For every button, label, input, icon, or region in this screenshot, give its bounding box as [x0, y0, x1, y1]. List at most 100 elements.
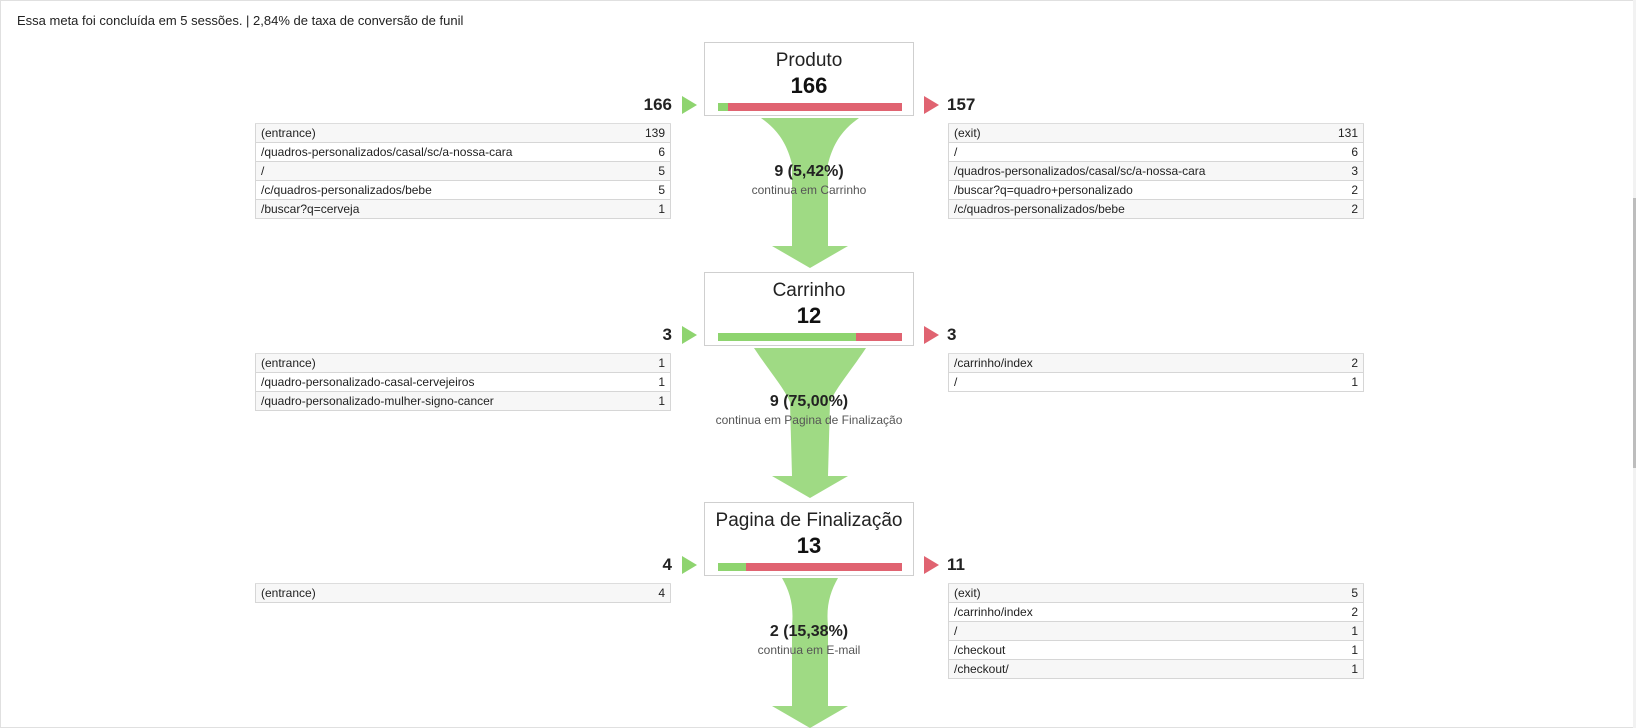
table-row[interactable]: /checkout/1	[948, 660, 1364, 679]
stage-exits-count: 3	[947, 325, 957, 344]
row-label: (entrance)	[261, 586, 316, 600]
exit-arrow-icon	[924, 96, 939, 114]
stage-name: Pagina de Finalização	[715, 510, 903, 531]
table-row[interactable]: (entrance) 4	[255, 584, 671, 603]
row-label: /carrinho/index	[954, 605, 1033, 619]
row-value: 2	[1351, 356, 1358, 370]
exit-arrow-icon	[924, 556, 939, 574]
table-row[interactable]: (exit) 5	[948, 584, 1364, 603]
row-label: /carrinho/index	[954, 356, 1033, 370]
entry-arrow-icon	[682, 96, 697, 114]
entry-sources-table: (entrance) 139 /quadros-personalizados/ca…	[255, 123, 671, 219]
row-label: /c/quadros-personalizados/bebe	[954, 202, 1125, 216]
conversion-next-label: continua em E-mail	[757, 643, 861, 657]
table-row[interactable]: /quadros-personalizados/casal/sc/a-nossa…	[948, 162, 1364, 181]
row-value: 1	[1351, 662, 1358, 676]
row-value: 5	[658, 164, 665, 178]
row-value: 139	[644, 126, 665, 140]
row-value: 5	[1351, 586, 1358, 600]
table-row[interactable]: /c/quadros-personalizados/bebe 5	[255, 181, 671, 200]
funnel-taper	[772, 578, 848, 728]
stage-progress-bar	[718, 103, 902, 111]
row-label: /	[954, 624, 958, 638]
conversion-value: 2 (15,38%)	[769, 623, 849, 640]
stage-entries-count: 3	[662, 325, 672, 344]
row-value: 6	[658, 145, 665, 159]
table-row[interactable]: /quadro-personalizado-mulher-signo-cance…	[255, 392, 671, 411]
row-label: /	[954, 375, 958, 389]
funnel-stream-1	[761, 118, 859, 268]
table-row[interactable]: /1	[948, 373, 1364, 392]
table-row[interactable]: /checkout 1	[948, 641, 1364, 660]
row-value: 3	[1351, 164, 1358, 178]
stage-count: 166	[790, 73, 828, 98]
stage-continue-fill	[718, 333, 856, 341]
row-label: (exit)	[954, 586, 981, 600]
row-value: 1	[1351, 624, 1358, 638]
entry-sources-table: (entrance) 1 /quadro-personalizado-casal-…	[255, 353, 671, 411]
table-row[interactable]: /6	[948, 143, 1364, 162]
stage-entries-count: 166	[643, 95, 672, 114]
row-value: 1	[1351, 643, 1358, 657]
row-label: /checkout	[954, 643, 1006, 657]
stage-progress-bar	[718, 563, 902, 571]
stage-exits-count: 11	[947, 555, 965, 574]
row-value: 1	[1351, 375, 1358, 389]
row-value: 2	[1351, 202, 1358, 216]
stage-name: Produto	[775, 50, 843, 71]
table-row[interactable]: /carrinho/index 2	[948, 603, 1364, 622]
row-label: (entrance)	[261, 126, 316, 140]
row-label: /quadro-personalizado-mulher-signo-cance…	[261, 394, 494, 408]
table-row[interactable]: (exit)131	[948, 124, 1364, 143]
table-row[interactable]: /quadro-personalizado-casal-cervejeiros 1	[255, 373, 671, 392]
funnel-stage-carrinho[interactable]: Carrinho 12	[704, 272, 914, 346]
row-value: 2	[1351, 605, 1358, 619]
table-row[interactable]: /buscar?q=cerveja 1	[255, 200, 671, 219]
funnel-stage-produto[interactable]: Produto 166	[704, 42, 914, 116]
row-label: /	[954, 145, 958, 159]
row-label: (entrance)	[261, 356, 316, 370]
row-label: /c/quadros-personalizados/bebe	[261, 183, 432, 197]
stage-count: 12	[796, 303, 822, 328]
row-value: 1	[658, 375, 665, 389]
stage-continue-fill	[718, 103, 728, 111]
row-value: 6	[1351, 145, 1358, 159]
table-row[interactable]: /5	[255, 162, 671, 181]
exit-arrow-icon	[924, 326, 939, 344]
row-label: /checkout/	[954, 662, 1009, 676]
funnel-taper	[754, 348, 866, 498]
conversion-next-label: continua em Pagina de Finalização	[715, 413, 903, 427]
table-row[interactable]: /1	[948, 622, 1364, 641]
table-row[interactable]: /carrinho/index 2	[948, 354, 1364, 373]
funnel-taper	[761, 118, 859, 268]
row-value: 2	[1351, 183, 1358, 197]
conversion-next-label: continua em Carrinho	[751, 183, 867, 197]
conversion-value: 9 (75,00%)	[769, 393, 849, 410]
stage-name: Carrinho	[772, 280, 846, 301]
row-label: /quadro-personalizado-casal-cervejeiros	[261, 375, 475, 389]
funnel-stream-3	[772, 578, 848, 728]
entry-arrow-icon	[682, 326, 697, 344]
scrollbar-thumb[interactable]	[1633, 198, 1636, 468]
stage-entries-count: 4	[662, 555, 672, 574]
row-value: 1	[658, 202, 665, 216]
row-value: 1	[658, 394, 665, 408]
entry-arrow-icon	[682, 556, 697, 574]
entry-sources-table: (entrance) 4	[255, 583, 671, 603]
row-value: 4	[658, 586, 665, 600]
stage-progress-bar	[718, 333, 902, 341]
table-row[interactable]: /c/quadros-personalizados/bebe 2	[948, 200, 1364, 219]
table-row[interactable]: (entrance) 1	[255, 354, 671, 373]
funnel-stage-pagina-de-finalizacao[interactable]: Pagina de Finalização 13	[704, 502, 914, 576]
row-value: 5	[658, 183, 665, 197]
row-label: /buscar?q=cerveja	[261, 202, 360, 216]
table-row[interactable]: /quadros-personalizados/casal/sc/a-nossa…	[255, 143, 671, 162]
row-value: 131	[1337, 126, 1358, 140]
row-value: 1	[658, 356, 665, 370]
table-row[interactable]: (entrance) 139	[255, 124, 671, 143]
row-label: /	[261, 164, 265, 178]
